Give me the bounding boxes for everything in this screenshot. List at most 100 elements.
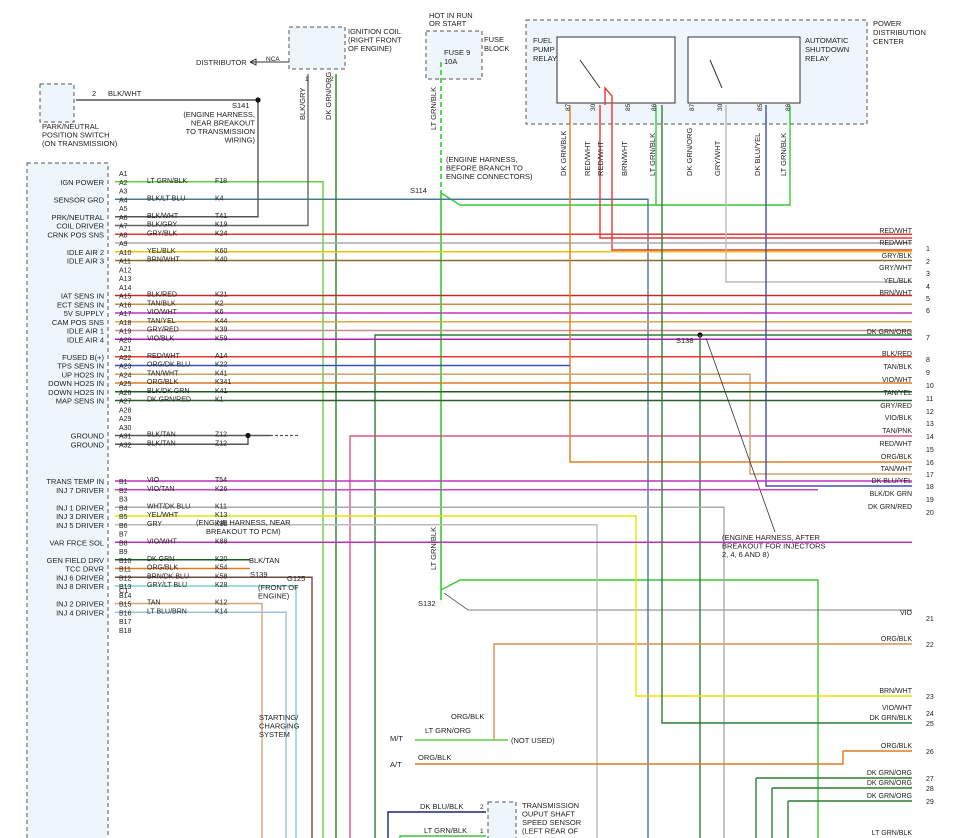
wire-prk-neutral — [76, 99, 259, 218]
text-layer: POWERDISTRIBUTIONCENTERFUELPUMPRELAYAUTO… — [42, 11, 934, 837]
pcm-circuit-A2: F18 — [215, 178, 227, 185]
pcm-pin-A7: A7 — [119, 224, 128, 231]
wire-tan-wht-17 — [115, 373, 912, 475]
hot-in-run-label-line-1: HOT IN RUN — [429, 11, 473, 20]
pcm-circuit-A26: K41 — [215, 388, 228, 395]
fuse-label-line-1: FUSE 9 — [444, 48, 470, 57]
asd-pin-86: 86 — [785, 103, 792, 111]
pcm-label-B5: INJ 3 DRIVER — [56, 512, 105, 521]
right-pin-15: 15 — [926, 447, 934, 454]
pcm-label-B8: VAR FRCE SOL — [50, 538, 104, 547]
pcm-pin-A13: A13 — [119, 276, 132, 283]
coil-wire2-label: DK GRN/ORG — [324, 71, 333, 120]
relay-wire-label-4: BRN/WHT — [620, 141, 629, 176]
right-pin-7: 7 — [926, 335, 930, 342]
right-wire-label-10: TAN/BLK — [883, 364, 912, 371]
right-pin-29: 29 — [926, 799, 934, 806]
pcm-pin-A12: A12 — [119, 267, 132, 274]
right-pin-8: 8 — [926, 357, 930, 364]
pcm-label-A27: MAP SENS IN — [56, 397, 104, 406]
pcm-label-B16: INJ 4 DRIVER — [56, 608, 105, 617]
pcm-pin-B17: B17 — [119, 619, 132, 626]
pcm-pin-B5: B5 — [119, 514, 128, 521]
pcm-label-B4: INJ 1 DRIVER — [56, 503, 105, 512]
distributor-label: DISTRIBUTOR — [196, 58, 247, 67]
pn-wire-label: BLK/WHT — [108, 89, 142, 98]
ts-pin1-label: 1 — [480, 828, 484, 835]
nca-label: NCA — [266, 56, 280, 63]
asd-relay-label-line-2: SHUTDOWN — [805, 45, 849, 54]
pcm-pin-A5: A5 — [119, 206, 128, 213]
right-wire-label-b-2: ORG/BLK — [881, 636, 912, 643]
pcm-wire-A2: LT GRN/BLK — [147, 178, 188, 185]
pcm-wire-B5: YEL/WHT — [147, 512, 179, 519]
fuel-pump-relay-label-line-3: RELAY — [533, 54, 557, 63]
pcm-label-B12: INJ 6 DRIVER — [56, 573, 105, 582]
at-wire-label: ORG/BLK — [418, 753, 451, 762]
pcm-wire-A19: GRY/RED — [147, 327, 179, 334]
pcm-pin-B9: B9 — [119, 549, 128, 556]
wire-coil-driver — [115, 74, 309, 227]
pcm-circuit-B16: K14 — [215, 608, 228, 615]
pcm-circuit-A27: K1 — [215, 397, 224, 404]
s141-note-line-1: (ENGINE HARNESS, — [183, 110, 255, 119]
s114-note-line-2: BEFORE BRANCH TO — [446, 164, 523, 173]
pcm-pin-B13: B13 — [119, 584, 132, 591]
pcm-label-A15: IAT SENS IN — [61, 292, 104, 301]
right-wire-label-21: DK GRN/RED — [868, 504, 912, 511]
pcm-circuit-A6: T41 — [215, 213, 227, 220]
s141-note-line-4: WIRING) — [225, 136, 256, 145]
park-neutral-label-line-2: POSITION SWITCH — [42, 131, 110, 140]
pcm-pin-B6: B6 — [119, 523, 128, 530]
s138-note-line-1: (ENGINE HARNESS, AFTER — [722, 533, 821, 542]
pcm-circuit-A15: K21 — [215, 292, 228, 299]
pcm-wire-B11: ORG/BLK — [147, 565, 178, 572]
right-pin-25: 25 — [926, 721, 934, 728]
coil-pin1-label: 1 — [305, 76, 309, 83]
pcm-circuit-A11: K40 — [215, 257, 228, 264]
pcm-wire-A10: YEL/BLK — [147, 248, 176, 255]
s132-wire-label: LT GRN/BLK — [429, 527, 438, 570]
pcm-label-A25: DOWN HO2S IN — [48, 379, 104, 388]
s132-pointer — [443, 592, 912, 611]
pcm-circuit-B5: K13 — [215, 512, 228, 519]
right-pin-13: 13 — [926, 421, 934, 428]
asd-relay-label-line-3: RELAY — [805, 54, 829, 63]
pcm-label-A17: 5V SUPPLY — [64, 309, 104, 318]
c1-label: C1 — [119, 586, 129, 595]
asd-pin-85: 85 — [757, 103, 764, 111]
right-wire-label-16: RED/WHT — [879, 441, 912, 448]
right-pin-21: 21 — [926, 616, 934, 623]
right-pin-2: 2 — [926, 259, 930, 266]
pcm-pin-A28: A28 — [119, 407, 132, 414]
wire-gry-b6 — [115, 524, 598, 838]
s139-note-b-line-1: BREAKOUT TO PCM) — [206, 527, 281, 536]
starting-charging-label-line-1: STARTING/ — [259, 713, 299, 722]
ts-wire2-label: LT GRN/BLK — [424, 826, 467, 835]
pcm-pin-A8: A8 — [119, 232, 128, 239]
pcm-circuit-A23: K22 — [215, 362, 228, 369]
mt-label: M/T — [390, 734, 403, 743]
right-wire-label-b-3: BRN/WHT — [879, 688, 912, 695]
pcm-pin-A17: A17 — [119, 311, 132, 318]
right-wire-label-13: GRY/RED — [880, 403, 912, 410]
pcm-wire-A17: VIO/WHT — [147, 309, 178, 316]
pcm-pin-A15: A15 — [119, 294, 132, 301]
wire-gry-ltblu — [115, 585, 297, 838]
pcm-label-B1: TRANS TEMP IN — [46, 477, 104, 486]
pcm-wire-A27: DK GRN/RED — [147, 397, 191, 404]
right-wire-label-b-4: VIO/WHT — [882, 705, 913, 712]
wire-org-blk-22 — [493, 643, 912, 740]
ignition-coil-box — [288, 26, 346, 70]
pcm-pin-A19: A19 — [119, 329, 132, 336]
trans-sensor-label-line-2: OUPUT SHAFT — [522, 810, 575, 819]
pcm-pin-B12: B12 — [119, 575, 132, 582]
pcm-wire-A24: TAN/WHT — [147, 370, 179, 377]
right-pin-23: 23 — [926, 694, 934, 701]
right-wire-label-9: BLK/RED — [882, 351, 912, 358]
s141-label-line-1: S141 — [232, 101, 250, 110]
pcm-label-A11: IDLE AIR 3 — [67, 257, 104, 266]
right-pin-18: 18 — [926, 484, 934, 491]
power-center-label-line-2: DISTRIBUTION — [873, 28, 926, 37]
pcm-pin-B3: B3 — [119, 497, 128, 504]
